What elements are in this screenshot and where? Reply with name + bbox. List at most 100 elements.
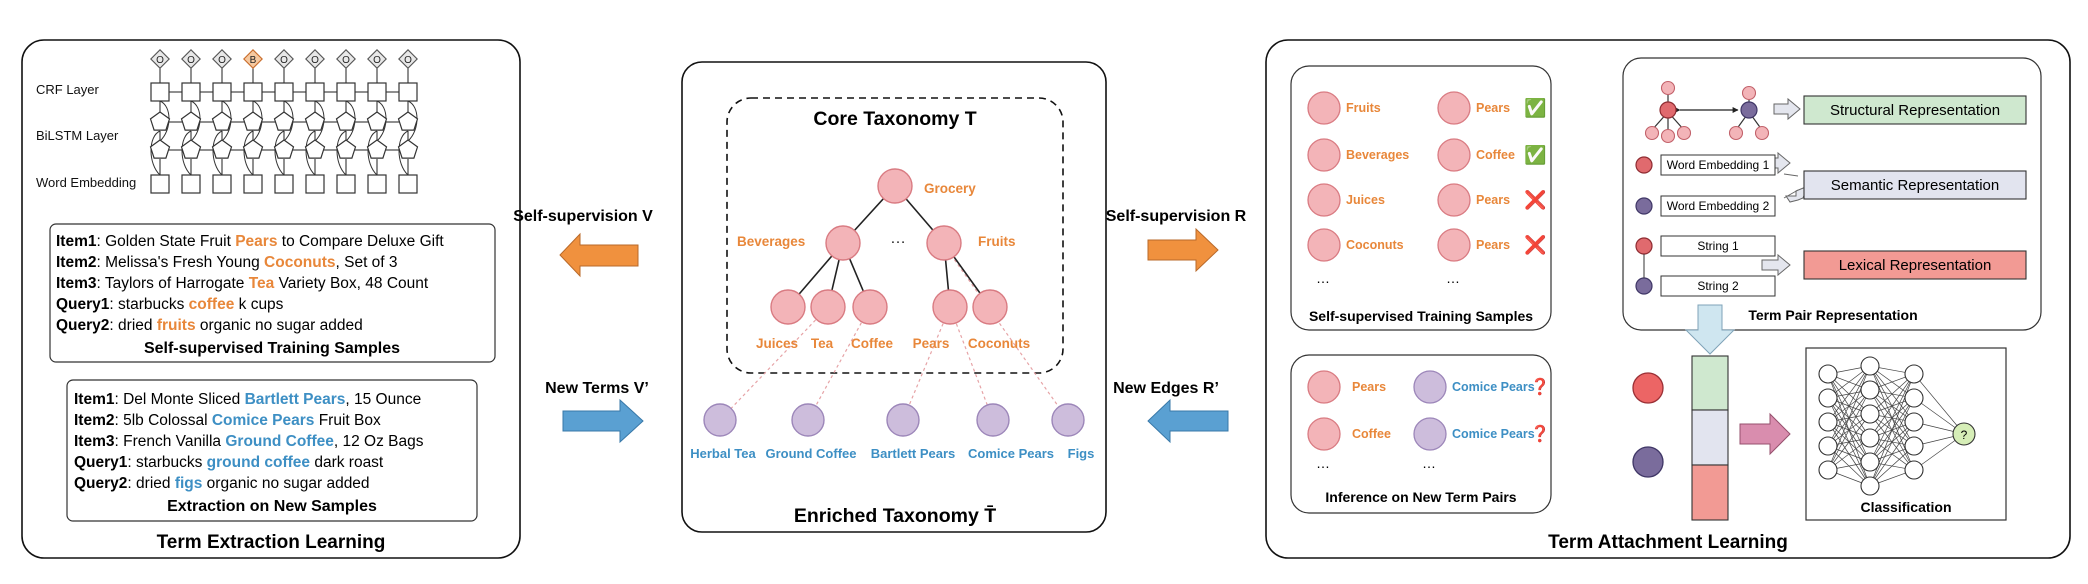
inference1-child-label: Comice Pears: [1452, 380, 1535, 394]
mlp-neuron: [1860, 356, 1880, 376]
node-ground-coffee: [791, 403, 825, 437]
tag-node: [274, 49, 294, 69]
pair1-parent-node: [1307, 91, 1341, 125]
label-comice-pears: Comice Pears: [968, 446, 1054, 461]
extraction-line-2: Item2: 5lb Colossal Comice Pears Fruit B…: [74, 412, 381, 429]
crf-node: [336, 82, 356, 102]
pair4-parent-label: Coconuts: [1346, 238, 1404, 252]
backward-lstm-node: [397, 139, 419, 159]
crf-node: [212, 82, 232, 102]
inference1-parent-node: [1307, 370, 1341, 404]
pair1-child-node: [1437, 91, 1471, 125]
label-juices: Juices: [756, 336, 798, 351]
tag-node: [150, 49, 170, 69]
mlp-neuron: [1860, 404, 1880, 424]
backward-lstm-node: [180, 139, 202, 159]
network-connections: [150, 67, 418, 176]
label-fruits: Fruits: [978, 234, 1016, 249]
crf-node: [150, 82, 170, 102]
inference-box: Pears Coffee Comice Pears Comice Pears ❓…: [1290, 354, 1552, 514]
new-edges-label: New Edges R’: [1113, 380, 1219, 397]
embedding-node: [274, 174, 294, 194]
embedding-node: [398, 174, 418, 194]
inference-caption: Inference on New Term Pairs: [1325, 489, 1516, 505]
backward-lstm-node: [335, 139, 357, 159]
self-supervision-v-label: Self-supervision V: [513, 208, 653, 225]
bilstm-layer-label: BiLSTM Layer: [36, 128, 119, 143]
string-2-box: [1660, 275, 1776, 297]
child-term-input: [1632, 446, 1664, 478]
parent-term-dot: [1635, 156, 1653, 174]
tag-label: B: [250, 55, 257, 66]
training-line-5: Query2: dried fruits organic no sugar ad…: [56, 317, 363, 334]
extraction-line-1: Item1: Del Monte Sliced Bartlett Pears, …: [74, 391, 421, 408]
embedding-node: [305, 174, 325, 194]
crf-node: [367, 82, 387, 102]
embedding-node: [367, 174, 387, 194]
training-samples-box: Item1: Golden State Fruit Pears to Compa…: [49, 223, 496, 363]
mlp-neuron: [1904, 436, 1924, 456]
mlp-nodes: [1818, 356, 1924, 496]
term-pair-representation-caption: Term Pair Representation: [1748, 307, 1917, 323]
self-supervision-r-label: Self-supervision R: [1106, 208, 1247, 225]
word-embedding-2-label: Word Embedding 2: [1667, 199, 1770, 213]
backward-lstm-node: [242, 139, 264, 159]
mlp-neuron: [1860, 476, 1880, 496]
forward-lstm-node: [242, 111, 264, 131]
new-terms-label: New Terms V’: [545, 380, 649, 397]
tag-label: O: [373, 55, 381, 66]
mlp-neuron: [1818, 364, 1838, 384]
node-coconuts: [972, 289, 1008, 325]
down-arrow: [1684, 304, 1736, 355]
self-supervision-v-arrow: Self-supervision V: [513, 208, 653, 278]
term-extraction-title: Term Extraction Learning: [157, 532, 386, 553]
backward-lstm-node: [149, 139, 171, 159]
to-classifier-arrow: [1739, 412, 1791, 456]
crf-node: [243, 82, 263, 102]
pair3-child-label: Pears: [1476, 193, 1510, 207]
embedding-node: [181, 174, 201, 194]
semantic-representation-label: Semantic Representation: [1831, 177, 1999, 194]
pair2-parent-node: [1307, 138, 1341, 172]
question-mark-icon: ❓: [1530, 424, 1550, 443]
training-line-2: Item2: Melissa's Fresh Young Coconuts, S…: [56, 254, 398, 271]
term-attachment-title: Term Attachment Learning: [1548, 532, 1788, 553]
inference1-child-node: [1413, 370, 1447, 404]
node-coffee: [852, 289, 888, 325]
node-comice-pears: [976, 403, 1010, 437]
question-mark-icon: ❓: [1530, 377, 1550, 396]
lexical-representation-label: Lexical Representation: [1839, 257, 1992, 274]
label-grocery: Grocery: [924, 181, 976, 196]
pair3-child-node: [1437, 183, 1471, 217]
child-string-dot: [1635, 277, 1653, 295]
pair3-parent-label: Juices: [1346, 193, 1385, 207]
classification-box: ? Classification: [1805, 347, 2007, 521]
cross-mark-icon: ❌: [1524, 234, 1546, 256]
tag-label: O: [404, 55, 412, 66]
forward-lstm-node: [397, 111, 419, 131]
tag-node: [367, 49, 387, 69]
pair3-parent-node: [1307, 183, 1341, 217]
tag-node: [398, 49, 418, 69]
tag-label: O: [218, 55, 226, 66]
label-tea: Tea: [811, 336, 834, 351]
forward-lstm-node: [273, 111, 295, 131]
label-pears: Pears: [913, 336, 950, 351]
tag-label: O: [156, 55, 164, 66]
crf-layer-label: CRF Layer: [36, 82, 100, 97]
new-edges: [719, 244, 1069, 421]
output-node: [1952, 422, 1976, 446]
backward-lstm-node: [304, 139, 326, 159]
pair1-child-label: Pears: [1476, 101, 1510, 115]
new-edges-arrow: New Edges R’: [1113, 380, 1229, 444]
tag-node: [243, 49, 263, 69]
backward-lstm-node: [366, 139, 388, 159]
forward-lstm-node: [149, 111, 171, 131]
lexical-representation-box: [1803, 250, 2027, 280]
forward-lstm-node: [335, 111, 357, 131]
pair4-child-node: [1437, 228, 1471, 262]
mlp-neuron: [1904, 364, 1924, 384]
training-ellipsis-left: …: [1316, 270, 1330, 286]
